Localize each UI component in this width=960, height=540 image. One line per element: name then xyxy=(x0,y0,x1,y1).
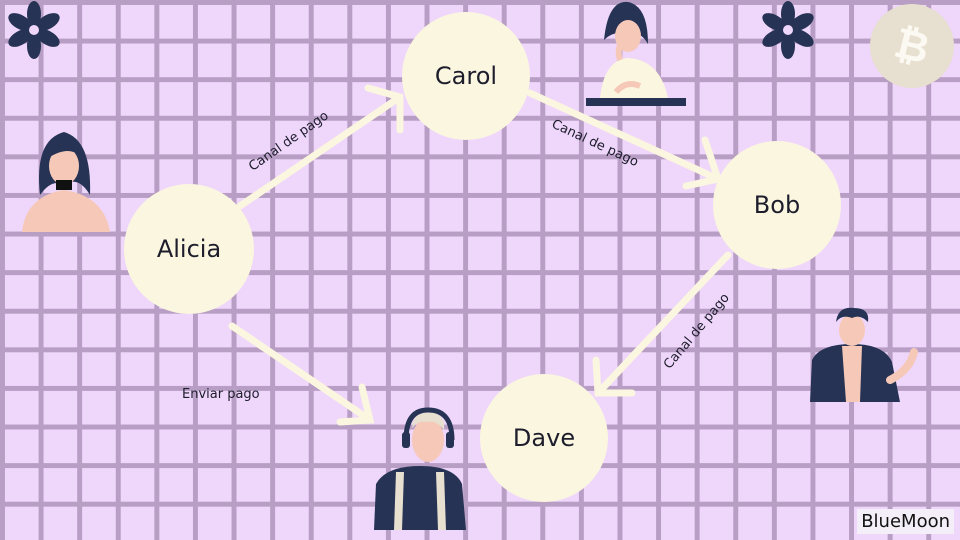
woman-illustration xyxy=(22,132,110,232)
man-headphones-illustration xyxy=(374,407,466,530)
flower-icon xyxy=(762,1,814,59)
edge-arrow-bob-dave xyxy=(592,251,732,397)
node-bob: Bob xyxy=(713,141,841,269)
brand-watermark: BlueMoon xyxy=(857,509,954,534)
node-carol: Carol xyxy=(402,12,530,140)
man-waving-illustration xyxy=(810,307,918,402)
node-dave: Dave xyxy=(480,374,608,502)
edge-arrow-alicia-carol xyxy=(236,84,404,210)
edge-arrow-alicia-dave xyxy=(228,322,375,426)
edge-label-alicia-dave: Enviar pago xyxy=(182,387,260,402)
bitcoin-icon: ₿ xyxy=(870,4,954,88)
flower-icon xyxy=(8,1,60,59)
woman-thinking-illustration xyxy=(586,1,686,106)
node-alicia: Alicia xyxy=(124,184,254,314)
